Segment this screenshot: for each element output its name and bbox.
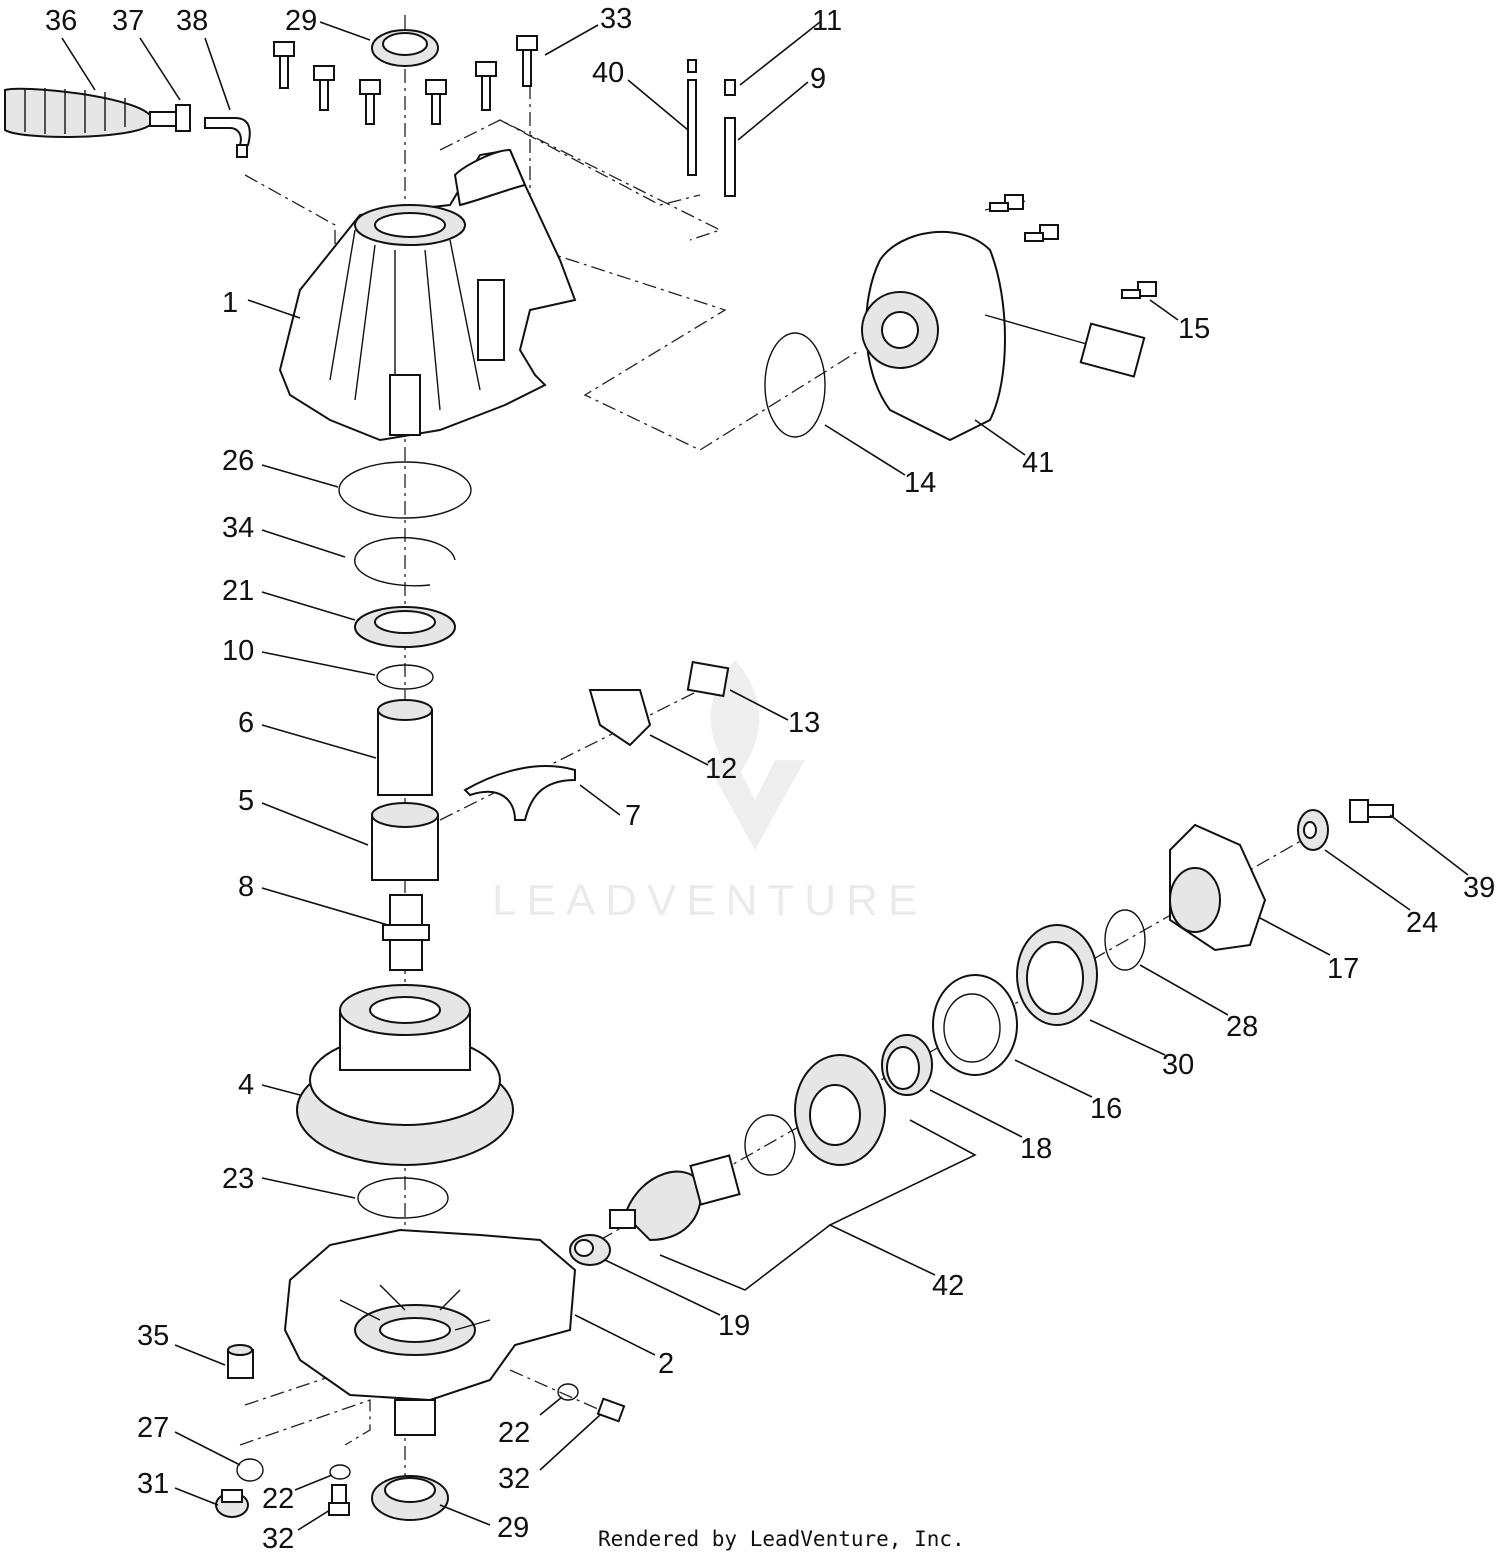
callout-35: 35 (137, 1320, 169, 1352)
callout-29-top: 29 (285, 5, 317, 37)
part-bearing-42 (794, 1054, 886, 1166)
callout-8: 8 (238, 871, 254, 903)
callout-38: 38 (176, 5, 208, 37)
part-plug-35 (227, 1344, 254, 1379)
part-bracket-12 (588, 689, 652, 747)
part-bushing-19 (569, 1234, 611, 1266)
part-cup (371, 802, 439, 881)
part-o-ring-23 (357, 1177, 449, 1219)
callout-21: 21 (222, 575, 254, 607)
part-bellows-boot (4, 87, 251, 158)
callout-24: 24 (1406, 907, 1438, 939)
part-bushing-18 (881, 1034, 933, 1096)
callout-28: 28 (1226, 1011, 1258, 1043)
callout-32-right: 32 (498, 1463, 530, 1495)
callout-14: 14 (904, 467, 936, 499)
part-pinion-gear (609, 1154, 741, 1242)
callout-2: 2 (658, 1348, 674, 1380)
part-washer-24 (1297, 809, 1329, 851)
callout-labels: 36 37 38 29 33 11 40 9 1 15 41 14 26 34 … (45, 3, 1495, 1555)
part-upper-housing (278, 148, 577, 442)
leader-lines (61, 21, 1469, 1531)
callout-18: 18 (1020, 1133, 1052, 1165)
callout-4: 4 (238, 1069, 254, 1101)
part-washer-22-right (557, 1383, 579, 1401)
callout-15: 15 (1178, 313, 1210, 345)
callout-5: 5 (238, 785, 254, 817)
callout-33: 33 (600, 3, 632, 35)
part-washer-22-left (329, 1464, 351, 1480)
callout-22-left: 22 (262, 1483, 294, 1515)
part-bolts-top (273, 35, 538, 125)
part-sleeve (377, 699, 433, 796)
callout-10: 10 (222, 635, 254, 667)
part-bolt-32-left (328, 1484, 350, 1516)
part-motor (861, 194, 1157, 442)
callout-7: 7 (625, 800, 641, 832)
part-washer-27 (236, 1458, 264, 1482)
callout-13: 13 (788, 707, 820, 739)
callout-31: 31 (137, 1468, 169, 1500)
callout-37: 37 (112, 5, 144, 37)
part-fork-7 (463, 765, 576, 821)
callout-1: 1 (222, 287, 238, 319)
callout-22-right: 22 (498, 1417, 530, 1449)
callout-29-bottom: 29 (497, 1512, 529, 1544)
callout-42: 42 (932, 1270, 964, 1302)
render-credit: Rendered by LeadVenture, Inc. (598, 1527, 965, 1551)
part-flange-17 (1169, 823, 1267, 952)
part-seal-bottom (371, 1475, 449, 1521)
part-ring-42a (744, 1114, 796, 1176)
part-bolt-39 (1349, 799, 1394, 823)
callout-36: 36 (45, 5, 77, 37)
callout-32-left: 32 (262, 1523, 294, 1555)
callout-39: 39 (1463, 872, 1495, 904)
part-seal-top (371, 29, 439, 67)
callout-9: 9 (810, 63, 826, 95)
callout-41: 41 (1022, 447, 1054, 479)
callout-26: 26 (222, 445, 254, 477)
callout-12: 12 (705, 753, 737, 785)
part-retainer-16 (932, 974, 1018, 1076)
part-bolt-32-right (596, 1397, 626, 1423)
callout-19: 19 (718, 1310, 750, 1342)
watermark-text: LEADVENTURE (492, 876, 927, 925)
part-plug-31 (215, 1489, 249, 1518)
callout-30: 30 (1162, 1049, 1194, 1081)
part-lower-housing (283, 1228, 577, 1436)
part-seal-30 (1016, 924, 1098, 1026)
part-hub (296, 984, 514, 1166)
callout-23: 23 (222, 1163, 254, 1195)
callout-16: 16 (1090, 1093, 1122, 1125)
part-pins (687, 59, 736, 197)
part-rings-upper (338, 461, 472, 690)
callout-17: 17 (1327, 953, 1359, 985)
callout-11: 11 (812, 5, 842, 37)
callout-27: 27 (137, 1412, 169, 1444)
part-shaft (382, 894, 430, 971)
leadventure-watermark: LEADVENTURE (492, 660, 927, 925)
part-o-ring-28 (1104, 909, 1146, 971)
part-o-ring-14 (764, 332, 826, 438)
callout-40: 40 (592, 57, 624, 89)
callout-34: 34 (222, 512, 254, 544)
callout-6: 6 (238, 707, 254, 739)
part-clip-13 (686, 660, 730, 698)
